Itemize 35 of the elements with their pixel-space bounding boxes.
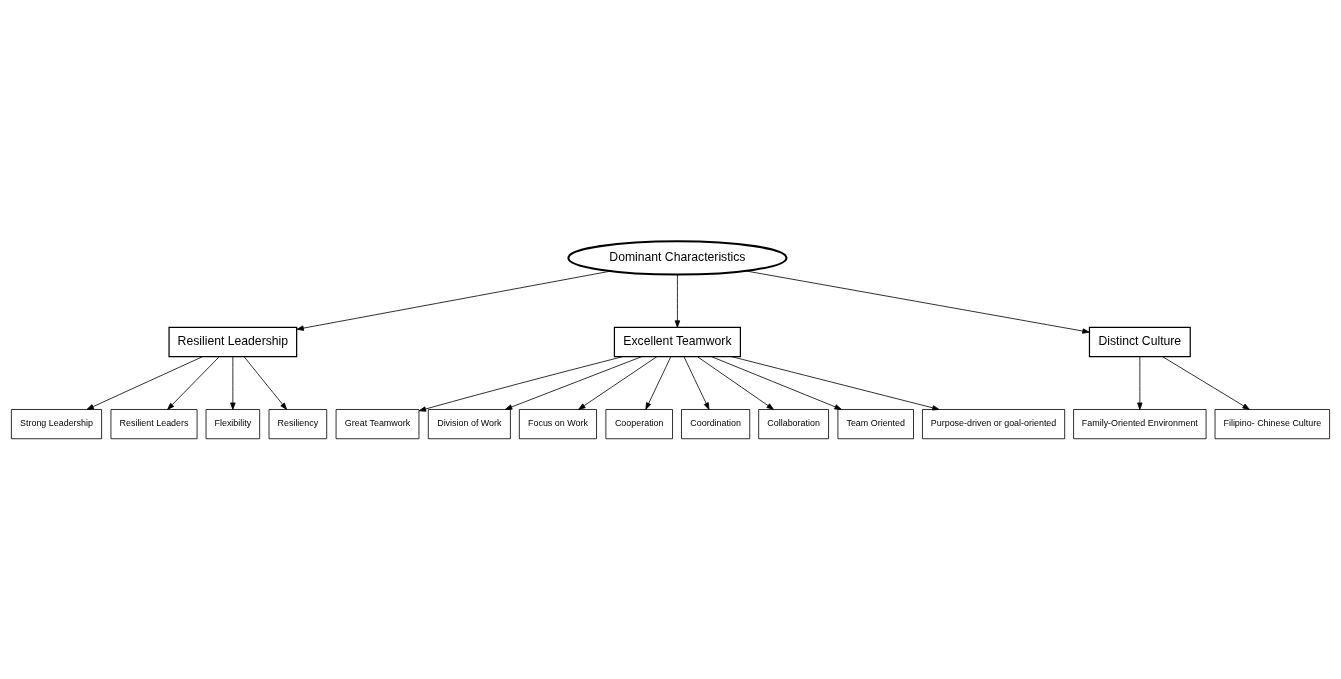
arrow bbox=[745, 270, 1090, 334]
node-box: Great Teamwork bbox=[335, 408, 420, 439]
node-box: Resilient Leadership bbox=[168, 326, 298, 357]
node-box: Resilient Leaders bbox=[110, 408, 198, 439]
arrow bbox=[731, 355, 940, 410]
arrow bbox=[696, 355, 774, 410]
arrow bbox=[674, 273, 681, 328]
arrow bbox=[1137, 355, 1143, 410]
arrow bbox=[504, 355, 643, 410]
arrow bbox=[296, 270, 611, 331]
arrow bbox=[683, 355, 710, 410]
arrow bbox=[578, 355, 658, 410]
arrow bbox=[418, 355, 623, 412]
node-box: Purpose-driven or goal-oriented bbox=[922, 408, 1066, 439]
node-box: Resiliency bbox=[268, 408, 328, 439]
node-box: Collaboration bbox=[758, 408, 829, 439]
arrow bbox=[230, 355, 236, 410]
arrow bbox=[243, 355, 288, 410]
arrow bbox=[167, 355, 220, 410]
node-box: Distinct Culture bbox=[1088, 326, 1191, 357]
node-box: Division of Work bbox=[427, 408, 511, 439]
node-box: Team Oriented bbox=[837, 408, 914, 439]
node-ellipse: Dominant Characteristics bbox=[567, 239, 788, 276]
arrow bbox=[711, 355, 842, 410]
node-box: Filipino- Chinese Culture bbox=[1214, 408, 1330, 439]
node-box: Cooperation bbox=[605, 408, 673, 439]
node-box: Coordination bbox=[681, 408, 751, 439]
node-box: Excellent Teamwork bbox=[613, 326, 741, 357]
node-box: Flexibility bbox=[205, 408, 261, 439]
node-box: Strong Leadership bbox=[11, 408, 102, 439]
node-box: Family-Oriented Environment bbox=[1073, 408, 1207, 439]
arrow bbox=[645, 355, 672, 410]
arrow bbox=[86, 355, 203, 410]
arrow bbox=[1162, 355, 1250, 410]
node-box: Focus on Work bbox=[518, 408, 597, 439]
